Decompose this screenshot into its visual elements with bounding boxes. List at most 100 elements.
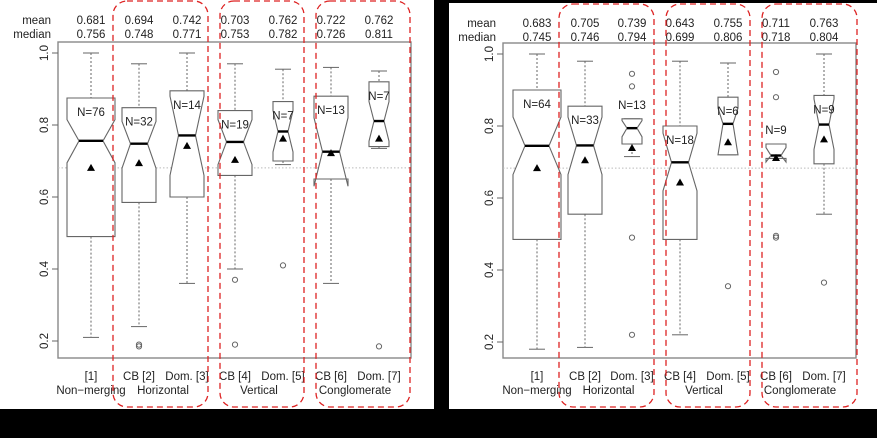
group-label: Non−merging	[502, 385, 571, 397]
outlier-point	[724, 283, 732, 290]
n-label: N=76	[77, 107, 105, 119]
stat-median-value: 0.771	[173, 29, 202, 41]
x-tick-label: CB [2]	[569, 371, 601, 383]
group-label: Horizontal	[137, 385, 189, 397]
stat-mean-value: 0.683	[523, 18, 552, 30]
mean-marker	[183, 141, 191, 149]
box-body	[765, 143, 787, 164]
stat-mean-value: 0.722	[317, 15, 346, 27]
stat-mean-value: 0.705	[571, 18, 600, 30]
stat-label-median: median	[458, 32, 496, 44]
outlier-point	[772, 68, 780, 76]
box-2: N=32	[121, 63, 157, 350]
box-1: N=76	[66, 52, 116, 338]
x-tick-label: CB [2]	[123, 371, 155, 383]
x-tick-label: Dom. [5]	[706, 371, 749, 383]
box-body	[813, 94, 835, 165]
n-label: N=13	[317, 105, 345, 117]
group-label: Non−merging	[56, 385, 125, 397]
stat-median-value: 0.748	[125, 29, 154, 41]
y-tick-label: 1.0	[484, 46, 496, 62]
group-outline	[761, 3, 858, 408]
outlier-point	[772, 234, 780, 241]
x-tick-label: Dom. [7]	[357, 371, 400, 383]
stat-median-value: 0.782	[269, 29, 298, 41]
outlier-point	[628, 331, 636, 338]
x-tick-label: CB [6]	[315, 371, 347, 383]
box-body	[313, 95, 349, 187]
y-tick-label: 0.8	[484, 118, 496, 134]
box-body	[368, 81, 390, 148]
group-label: Conglomerate	[319, 385, 391, 397]
group-outline	[665, 3, 751, 408]
x-tick-label: [1]	[85, 371, 98, 383]
n-label: N=14	[173, 100, 201, 112]
boxplot-chart-right: meanmedian0.6830.7450.7050.7460.7390.794…	[458, 3, 858, 408]
stat-median-value: 0.746	[571, 32, 600, 44]
outlier-point	[628, 83, 636, 90]
box-body	[717, 96, 739, 156]
box-3: N=14	[169, 52, 205, 284]
n-label: N=18	[666, 135, 694, 147]
outlier-point	[772, 94, 780, 101]
box-body	[621, 118, 643, 145]
outlier-point	[279, 262, 287, 269]
stat-median-value: 0.806	[714, 32, 743, 44]
stat-label-mean: mean	[22, 15, 51, 27]
mean-marker	[581, 156, 589, 164]
n-label: N=13	[618, 100, 646, 112]
mean-marker	[135, 159, 143, 167]
box-6: N=9	[765, 68, 787, 241]
n-label: N=64	[523, 99, 551, 111]
stat-mean-value: 0.694	[125, 15, 154, 27]
y-tick-label: 0.4	[39, 260, 51, 277]
box-body	[121, 107, 157, 203]
stat-median-value: 0.718	[762, 32, 791, 44]
outlier-point	[628, 70, 636, 77]
n-label: N=32	[125, 117, 153, 129]
stat-median-value: 0.745	[523, 32, 552, 44]
mean-marker	[279, 134, 287, 142]
group-outline	[219, 0, 305, 408]
box-5: N=6	[717, 62, 739, 290]
box-7: N=9	[813, 53, 835, 286]
group-outline	[315, 0, 411, 408]
y-tick-label: 0.6	[39, 189, 51, 205]
stat-label-mean: mean	[467, 18, 496, 30]
box-5: N=7	[272, 68, 294, 269]
box-2: N=33	[567, 60, 603, 348]
box-6: N=13	[313, 66, 349, 284]
stat-median-value: 0.804	[810, 32, 839, 44]
stat-median-value: 0.794	[618, 32, 647, 44]
stat-median-value: 0.753	[221, 29, 250, 41]
stat-label-median: median	[13, 29, 51, 41]
stat-mean-value: 0.755	[714, 18, 743, 30]
boxplot-chart-left: mean median 0.681 0.756 0.694 0.748 0.742 0.771…	[13, 0, 412, 408]
y-tick-label: 0.8	[39, 117, 51, 133]
n-label: N=9	[813, 104, 834, 116]
boxplot-panel-left: mean median 0.681 0.756 0.694 0.748 0.742 0.771…	[0, 0, 434, 409]
mean-marker	[676, 178, 684, 186]
outlier-point	[375, 343, 383, 350]
stat-mean-value: 0.703	[221, 15, 250, 27]
n-label: N=19	[221, 120, 249, 132]
stat-mean-value: 0.643	[666, 18, 695, 30]
x-tick-label: Dom. [5]	[261, 371, 304, 383]
y-tick-label: 0.2	[484, 334, 496, 350]
stat-mean-value: 0.762	[365, 15, 394, 27]
x-tick-label: CB [6]	[760, 371, 792, 383]
mean-marker	[628, 143, 636, 151]
outlier-point	[135, 341, 143, 348]
plot-frame	[502, 42, 857, 359]
x-tick-label: Dom. [3]	[610, 371, 653, 383]
stat-mean-value: 0.742	[173, 15, 202, 27]
stat-median-value: 0.756	[77, 29, 106, 41]
mean-marker	[724, 138, 732, 146]
outlier-point	[231, 276, 239, 283]
group-outline	[558, 3, 655, 408]
mean-marker	[87, 163, 95, 171]
x-tick-label: CB [4]	[219, 371, 251, 383]
stat-mean-value: 0.681	[77, 15, 106, 27]
stat-mean-value: 0.762	[269, 15, 298, 27]
